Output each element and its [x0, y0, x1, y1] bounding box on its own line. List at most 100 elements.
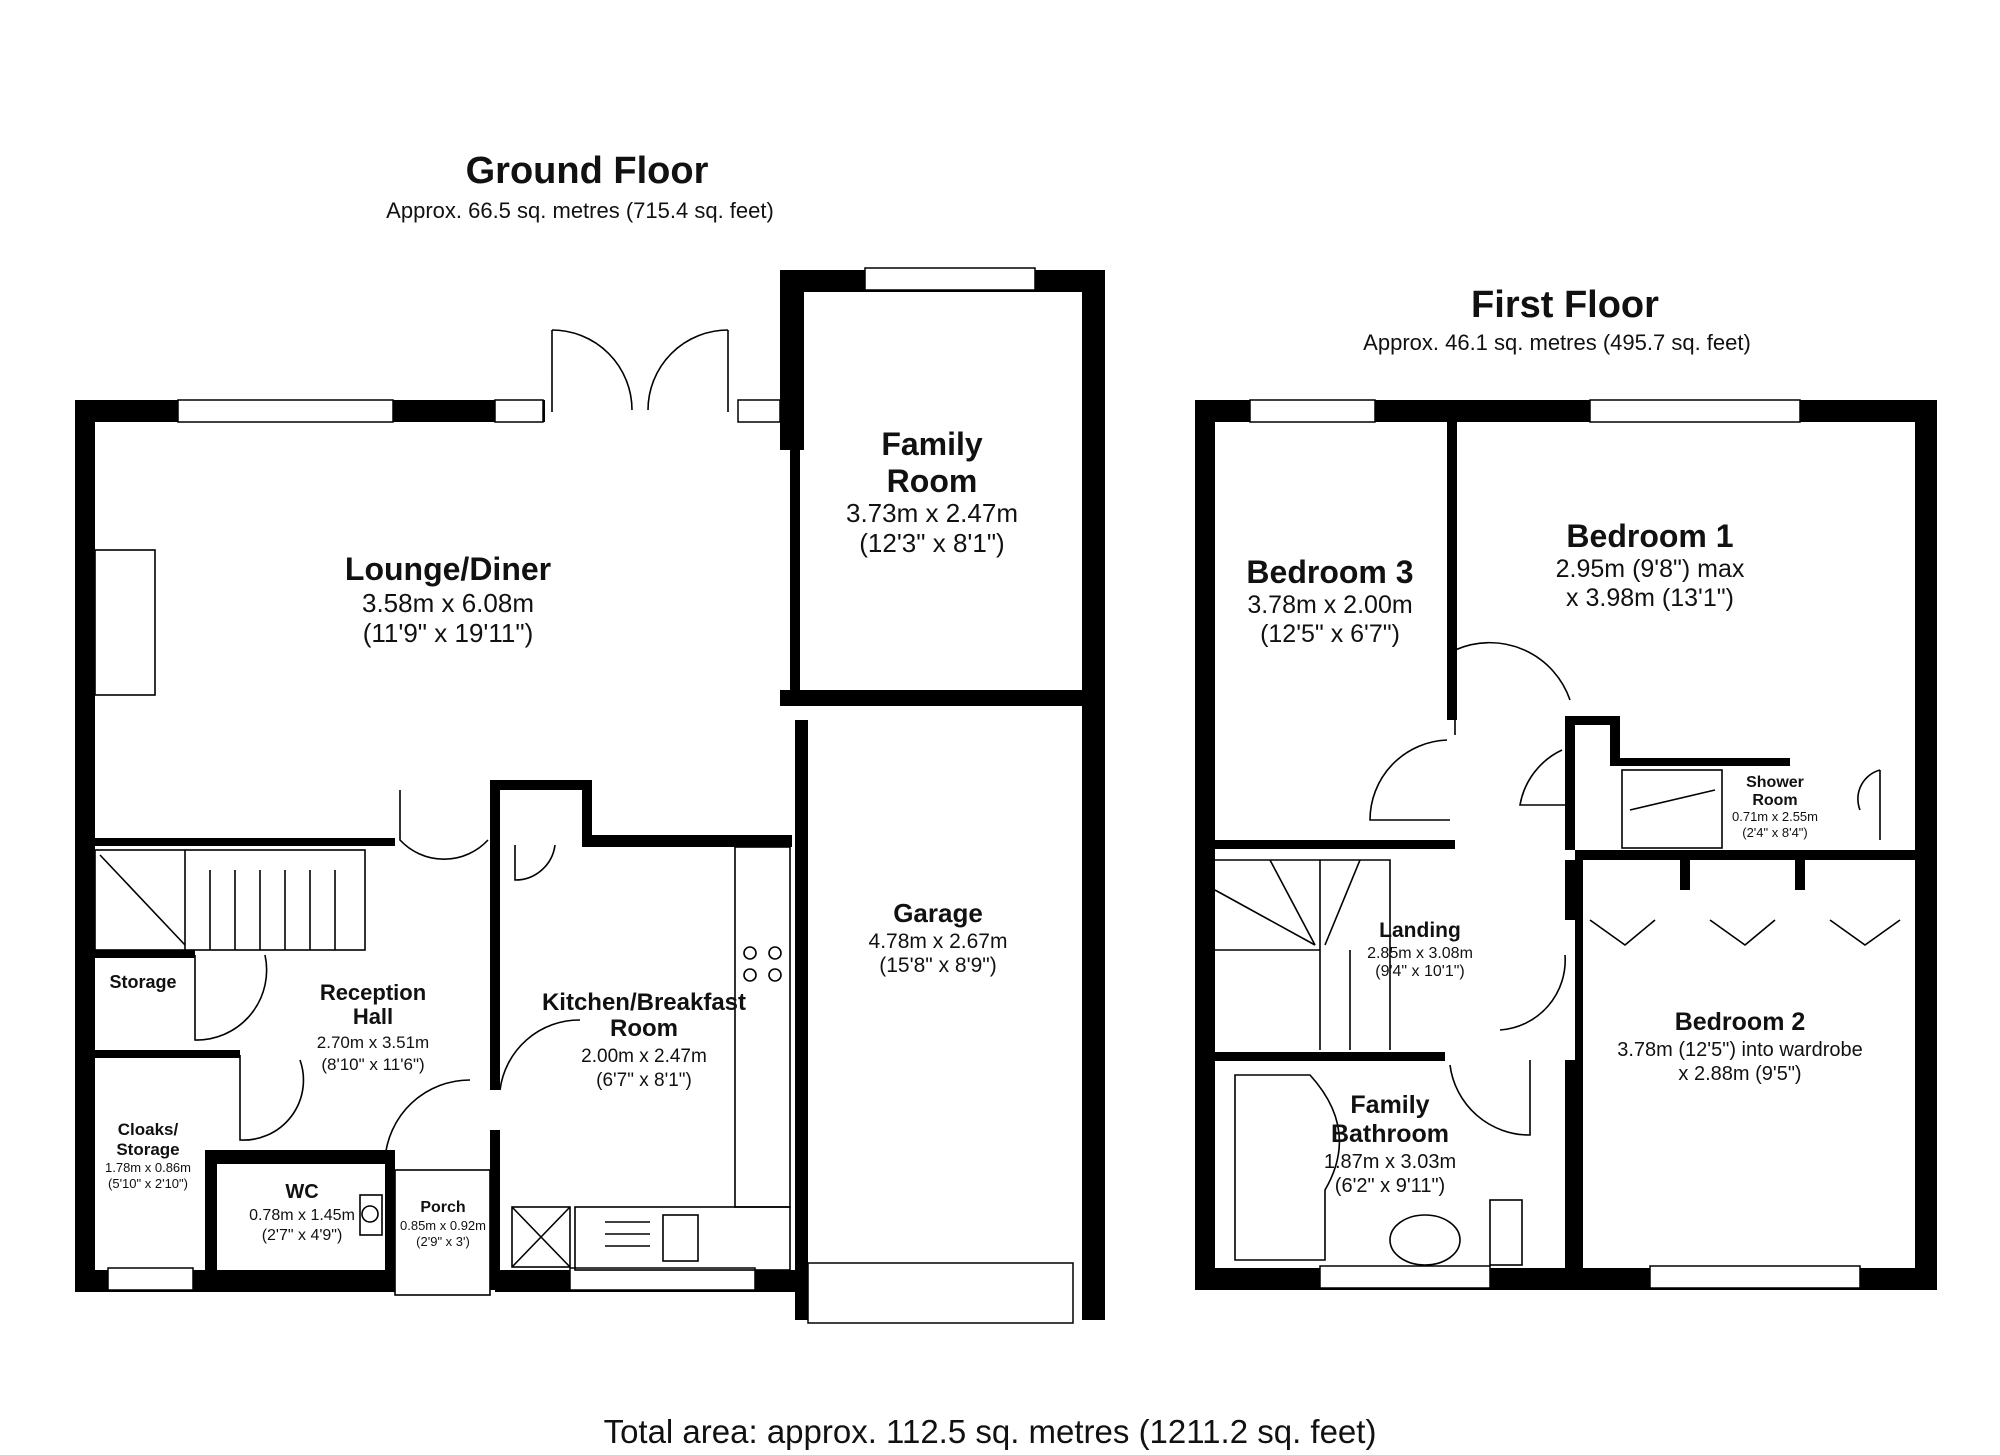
shower-tray: [1629, 789, 1716, 811]
room-line2-bedroom2: x 2.88m (9'5"): [1678, 1063, 1801, 1085]
french-doors: [551, 329, 729, 412]
room-name-shower: Shower: [1746, 774, 1804, 791]
room-metric-family-room: 3.73m x 2.47m: [846, 498, 1018, 528]
room-metric-landing: 2.85m x 3.08m: [1367, 945, 1473, 962]
wc-fixture: [361, 1205, 379, 1223]
room-metric-porch: 0.85m x 0.92m: [400, 1218, 486, 1233]
room-imperial-porch: (2'9" x 3'): [416, 1234, 470, 1249]
room-imperial-landing: (9'4" x 10'1"): [1375, 963, 1465, 980]
door: [239, 1055, 305, 1141]
room-name-shower-2: Room: [1752, 792, 1797, 809]
wall: [1082, 270, 1105, 1320]
wall: [490, 780, 590, 790]
wall: [1565, 860, 1575, 920]
bathroom-basin: [1389, 1214, 1461, 1266]
room-name-porch: Porch: [420, 1199, 465, 1216]
first-floor-area: Approx. 46.1 sq. metres (495.7 sq. feet): [1363, 330, 1751, 355]
wall: [790, 400, 800, 700]
room-imperial-reception-hall: (8'10" x 11'6"): [321, 1055, 424, 1074]
window: [107, 1267, 194, 1291]
room-imperial-shower: (2'4" x 8'4"): [1742, 825, 1808, 840]
wall: [1680, 860, 1690, 890]
room-name-garage: Garage: [893, 898, 983, 928]
room-imperial-wc: (2'7" x 4'9"): [262, 1227, 343, 1244]
room-metric-bedroom3: 3.78m x 2.00m: [1247, 591, 1412, 619]
fireplace: [94, 549, 156, 696]
room-metric-cloaks: 1.78m x 0.86m: [105, 1160, 191, 1175]
window: [177, 399, 394, 423]
room-imperial-bedroom3: (12'5" x 6'7"): [1260, 620, 1400, 648]
wall: [1215, 1052, 1445, 1061]
door: [384, 1079, 471, 1161]
wardrobe-doors: [1589, 919, 1901, 947]
room-name-wc: WC: [285, 1181, 318, 1203]
kitchen-units: [511, 846, 791, 1271]
room-metric-lounge: 3.58m x 6.08m: [362, 588, 534, 618]
room-imperial-cloaks: (5'10" x 2'10"): [108, 1176, 188, 1191]
porch-threshold: [394, 1169, 491, 1296]
room-name-family-room-2: Room: [887, 463, 978, 499]
door: [399, 790, 489, 861]
window: [807, 1262, 1074, 1324]
wall: [1195, 400, 1215, 1290]
wall: [490, 790, 500, 1090]
first-floor-title: First Floor: [1471, 284, 1659, 326]
wall: [795, 720, 808, 1320]
window: [1589, 399, 1801, 423]
wall: [95, 950, 195, 958]
wall: [1565, 720, 1575, 850]
wall: [1575, 850, 1915, 860]
room-name-cloaks: Cloaks/: [118, 1120, 179, 1139]
window: [1249, 399, 1376, 423]
window: [494, 399, 544, 423]
room-metric-kitchen: 2.00m x 2.47m: [581, 1046, 707, 1067]
wall: [95, 838, 395, 846]
room-line1-bedroom2: 3.78m (12'5") into wardrobe: [1617, 1039, 1863, 1061]
room-name-bedroom1: Bedroom 1: [1566, 518, 1733, 554]
room-metric-shower: 0.71m x 2.55m: [1732, 809, 1818, 824]
room-imperial-lounge: (11'9" x 19'11"): [363, 618, 534, 648]
wall: [582, 835, 792, 847]
staircase: [94, 849, 366, 951]
wall: [75, 400, 95, 1290]
door: [514, 844, 556, 881]
wall: [1215, 840, 1455, 849]
wall: [1795, 860, 1805, 890]
bath: [1234, 1074, 1341, 1261]
room-metric-reception-hall: 2.70m x 3.51m: [317, 1033, 429, 1052]
room-name-bedroom3: Bedroom 3: [1246, 554, 1413, 590]
room-name-bathroom: Family: [1350, 1091, 1429, 1119]
room-name-storage: Storage: [109, 972, 176, 992]
wall: [205, 1150, 385, 1164]
room-name-cloaks-2: Storage: [116, 1140, 179, 1159]
wall: [1610, 716, 1620, 766]
wc-basin: [359, 1194, 383, 1236]
room-name-bathroom-2: Bathroom: [1331, 1120, 1449, 1148]
wall: [385, 1150, 395, 1280]
wall: [780, 690, 1105, 706]
window: [1319, 1265, 1491, 1289]
ground-floor-plan: [75, 267, 1105, 1324]
ground-floor-area: Approx. 66.5 sq. metres (715.4 sq. feet): [386, 198, 774, 223]
door: [1369, 739, 1450, 821]
room-name-reception-hall: Reception: [320, 980, 426, 1005]
room-name-lounge: Lounge/Diner: [345, 551, 551, 587]
door: [1454, 641, 1571, 735]
room-metric-bathroom: 1.87m x 3.03m: [1324, 1151, 1456, 1173]
room-name-family-room: Family: [881, 426, 983, 462]
room-imperial-family-room: (12'3" x 8'1"): [859, 528, 1004, 558]
first-floor-plan: [1195, 399, 1937, 1290]
ground-floor-title: Ground Floor: [466, 150, 709, 192]
wall: [1915, 400, 1937, 1290]
wall: [490, 1130, 500, 1290]
door: [1519, 749, 1565, 806]
door: [1449, 1060, 1531, 1136]
shower-tray: [1621, 769, 1723, 849]
door: [194, 954, 268, 1041]
wall: [1565, 1060, 1575, 1275]
total-area: Total area: approx. 112.5 sq. metres (12…: [604, 1413, 1377, 1450]
room-name-kitchen: Kitchen/Breakfast: [542, 989, 746, 1016]
room-metric-wc: 0.78m x 1.45m: [249, 1207, 355, 1224]
room-imperial-garage: (15'8" x 8'9"): [879, 954, 996, 977]
